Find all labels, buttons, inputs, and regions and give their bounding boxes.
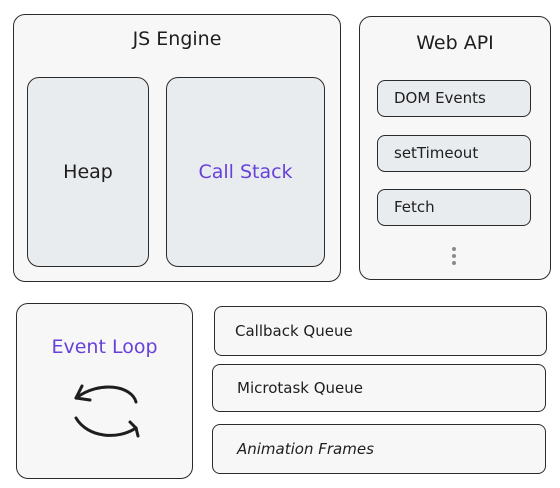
web-api-item-dom-events: DOM Events <box>377 80 531 117</box>
animation-frames-box: Animation Frames <box>212 424 546 474</box>
heap-label: Heap <box>63 161 113 183</box>
heap-box: Heap <box>27 77 149 267</box>
call-stack-box: Call Stack <box>166 77 325 267</box>
queue-label: Animation Frames <box>237 440 374 458</box>
web-api-title: Web API <box>416 32 494 54</box>
js-engine-title: JS Engine <box>132 28 222 50</box>
queue-label: Callback Queue <box>235 322 353 340</box>
microtask-queue-box: Microtask Queue <box>212 364 546 412</box>
vertical-ellipsis-icon <box>452 244 456 268</box>
call-stack-label: Call Stack <box>198 161 293 183</box>
web-api-item-settimeout: setTimeout <box>377 135 531 172</box>
web-api-item-fetch: Fetch <box>377 189 531 226</box>
event-loop-title: Event Loop <box>51 336 158 358</box>
cycle-arrows-icon <box>74 384 140 438</box>
queue-label: Microtask Queue <box>237 379 363 397</box>
web-api-item-label: DOM Events <box>394 89 486 107</box>
event-loop-container <box>16 303 193 479</box>
web-api-item-label: setTimeout <box>394 144 479 162</box>
callback-queue-box: Callback Queue <box>214 306 547 356</box>
web-api-item-label: Fetch <box>394 198 435 216</box>
